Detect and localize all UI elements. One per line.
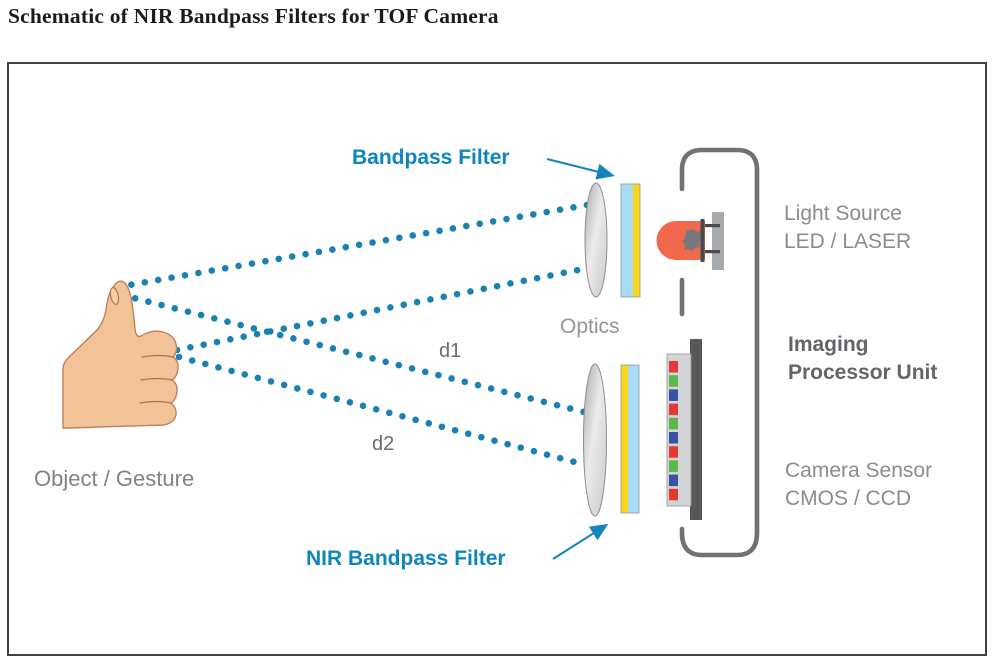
distance-d2-label: d2 (372, 433, 395, 455)
optics-label: Optics (560, 315, 620, 338)
camera-sensor-line2: CMOS / CCD (785, 487, 911, 510)
sensor-back-bar (690, 339, 702, 520)
imaging-processor-line2: Processor Unit (788, 361, 938, 384)
distance-d1-label: d1 (439, 340, 462, 362)
camera-sensor-label: Camera Sensor CMOS / CCD (785, 457, 932, 513)
imaging-unit-bracket-icon (679, 147, 760, 558)
schematic-canvas (62, 147, 760, 560)
object-gesture-label: Object / Gesture (34, 466, 195, 491)
diagram-box: Bandpass Filter Optics d1 d2 Object / Ge… (7, 62, 987, 656)
light-source-label: Light Source LED / LASER (784, 200, 911, 256)
thumbs-up-hand-icon (62, 280, 179, 429)
page-title: Schematic of NIR Bandpass Filters for TO… (8, 4, 499, 28)
sensor-pixel-array (669, 361, 678, 501)
imaging-processor-line1: Imaging (788, 333, 869, 356)
led-die (682, 229, 702, 251)
camera-sensor-icon (666, 339, 702, 520)
imaging-processor-unit-label: Imaging Processor Unit (788, 331, 937, 387)
led-icon (656, 212, 724, 270)
optics-lens-icon (584, 182, 608, 298)
dotted-ray-icon (114, 201, 591, 469)
thumb-nail (109, 287, 120, 305)
bandpass-filter-strip-icon (620, 183, 641, 298)
nir-bandpass-filter-strip-icon (620, 364, 640, 514)
led-mount-plate (712, 212, 724, 270)
pointer-arrow-icon (546, 158, 615, 560)
light-source-line1: Light Source (784, 202, 902, 225)
light-source-line2: LED / LASER (784, 230, 912, 253)
camera-lens-icon (583, 363, 607, 517)
bandpass-filter-label: Bandpass Filter (352, 146, 510, 169)
nir-bandpass-filter-label: NIR Bandpass Filter (306, 547, 506, 570)
camera-sensor-line1: Camera Sensor (785, 459, 933, 482)
